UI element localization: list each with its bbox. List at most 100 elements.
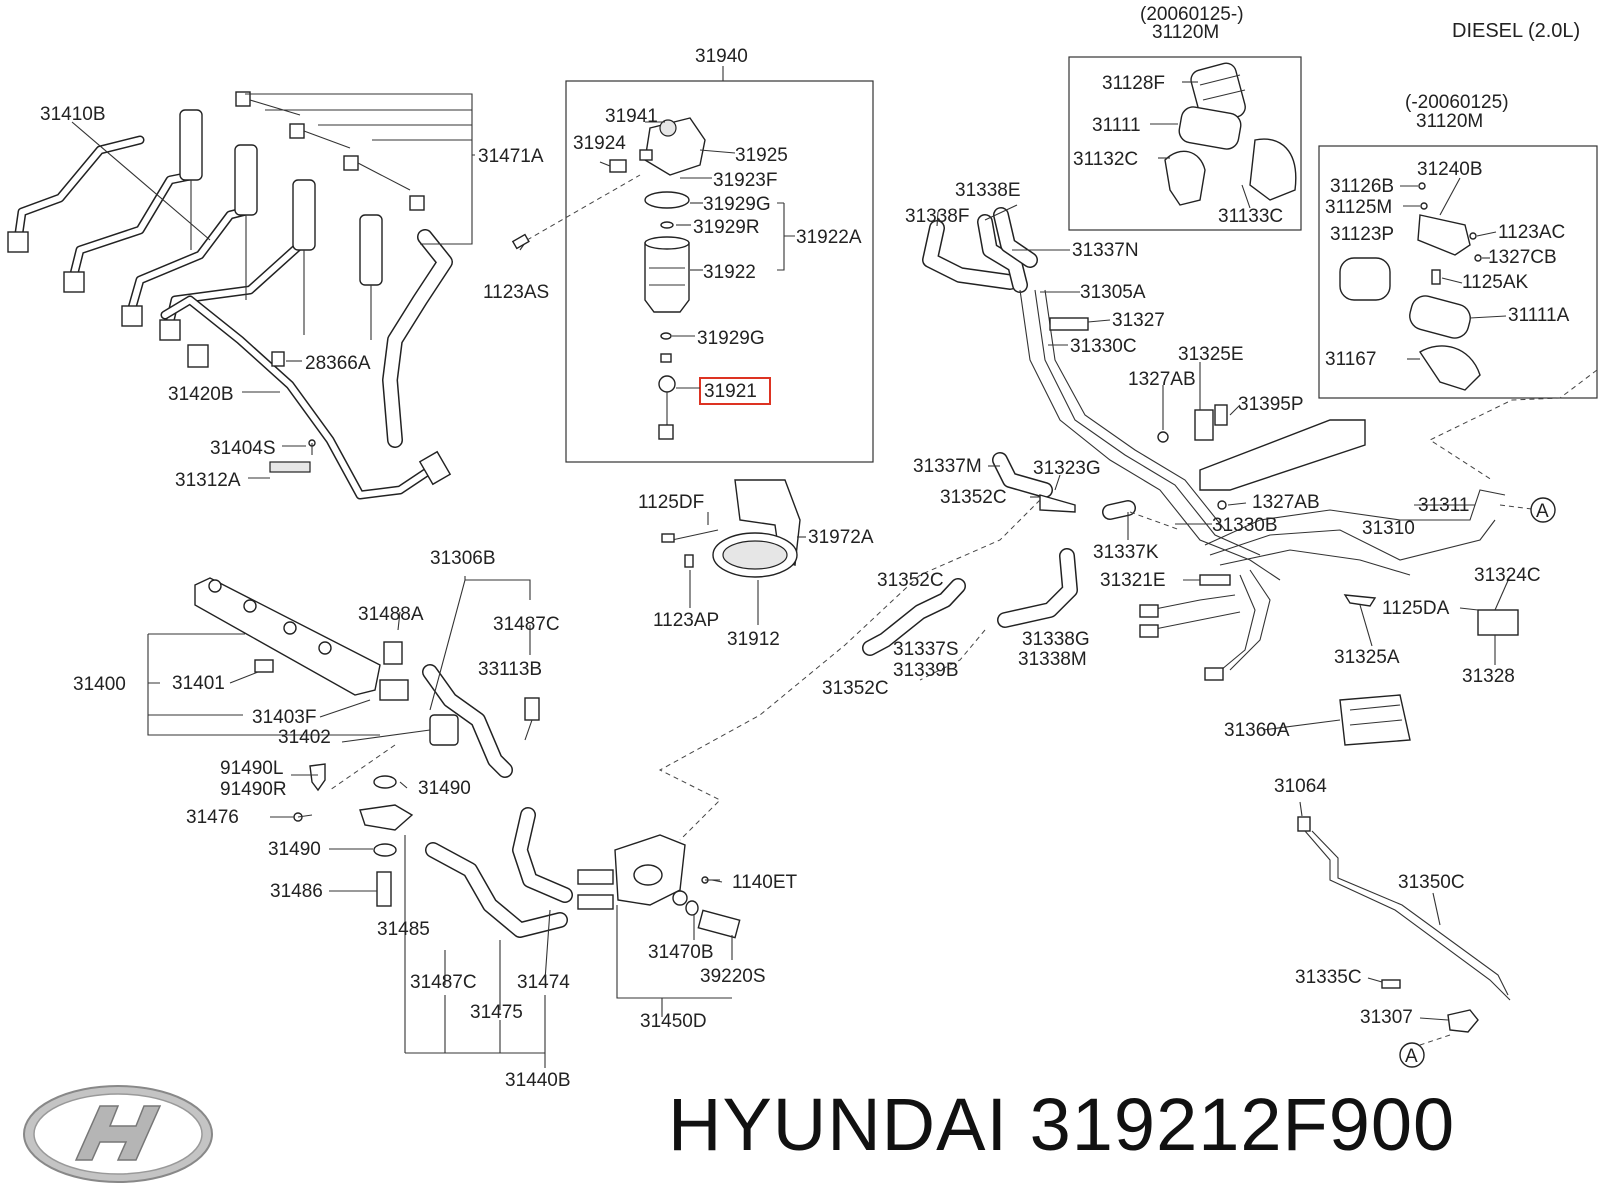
part-label: 31923F [713,170,777,191]
injector-leaders [71,93,475,479]
filter-leaders [526,66,795,389]
part-label: 31929R [693,217,760,238]
part-label: 31330C [1070,336,1137,357]
filter-bracket [661,479,801,578]
part-label: 31335C [1295,967,1362,988]
part-label: 31064 [1274,776,1327,797]
part-label: 31403F [252,707,316,728]
part-label: 28366A [305,353,371,374]
part-label: 31487C [493,614,560,635]
part-label: 31321E [1100,570,1166,591]
part-label: 31490 [418,778,471,799]
part-label: 31111A [1508,305,1570,326]
part-label: (20060125-) [1140,4,1244,25]
part-label: 31352C [877,570,944,591]
part-label: 31395P [1238,394,1304,415]
part-label: 31330B [1212,515,1278,536]
part-label: 1327CB [1488,247,1557,268]
engine-note: DIESEL (2.0L) [1452,20,1581,42]
callout-letter: A [1405,1046,1418,1067]
part-label highlighted: 31921 [704,381,757,402]
pump-kit-new [1164,62,1297,206]
part-label: 1327AB [1252,492,1320,513]
part-label: 31328 [1462,666,1515,687]
part-label: 31400 [73,674,126,695]
part-label: 31410B [40,104,106,125]
part-label: 31338F [905,206,969,227]
part-label: 91490R [220,779,287,800]
pump-kit-box-new [1068,56,1302,231]
part-label: 31474 [517,972,570,993]
part-label: 31125M [1325,197,1392,218]
part-label: 31941 [605,106,658,127]
bracket-leaders [689,512,806,625]
part-label: 31476 [186,807,239,828]
part-label: 31402 [278,727,331,748]
part-label: 91490L [220,758,283,779]
callout-A-top: A [1530,497,1556,523]
part-label: 31486 [270,881,323,902]
part-label: 31120M [1416,111,1483,132]
part-label: 31487C [410,972,477,993]
part-label: 31940 [695,46,748,67]
part-label: 31337M [913,456,982,477]
part-label: 1123AS [483,282,549,303]
part-label: 31305A [1080,282,1146,303]
part-label: 31471A [478,146,544,167]
part-label: 1125DA [1382,598,1450,619]
part-label: (-20060125) [1405,92,1509,113]
part-label: 31475 [470,1002,523,1023]
part-label: 1140ET [732,872,798,893]
part-number: 319212F900 [1029,1083,1456,1166]
brand-name: HYUNDAI [668,1083,1009,1166]
part-label: 31311 [1418,495,1469,516]
part-label: 1123AC [1498,222,1565,243]
part-label: 31337K [1093,542,1159,563]
fuel-rail-leaders [147,576,531,1053]
part-label: 31352C [822,678,889,699]
pump-kit-old [1339,182,1482,391]
part-label: 31120M [1152,22,1219,43]
part-label: 31123P [1330,224,1394,245]
pump-kit-old-leaders [1400,177,1598,481]
part-label: 31912 [727,629,780,650]
part-label: 31325E [1178,344,1244,365]
part-label: 31352C [940,487,1007,508]
part-label: 31972A [808,527,874,548]
warmer-leaders [405,879,733,1068]
part-label: 31126B [1330,176,1394,197]
part-label: 31307 [1360,1007,1413,1028]
part-label: 31922A [796,227,862,248]
fuel-lines-leaders [658,204,1541,841]
part-label: 31338G [1022,629,1090,650]
part-label: 31310 [1362,518,1415,539]
part-label: 31440B [505,1070,571,1091]
part-label: 31929G [703,194,771,215]
part-label: 31350C [1398,872,1465,893]
callout-letter: A [1536,501,1549,522]
part-label: 31312A [175,470,241,491]
part-label: 31929G [697,328,765,349]
part-label: 31337S [893,639,959,660]
fuel-filter-box [565,80,874,463]
part-label: 1125DF [638,492,704,513]
part-label: 31490 [268,839,321,860]
lower-right-parts [1297,816,1511,1033]
part-label: 31339B [893,660,959,681]
part-label: 31420B [168,384,234,405]
part-label: 31240B [1417,159,1483,180]
part-label: 31132C [1073,149,1138,170]
part-label: 31401 [172,673,225,694]
part-label: 31470B [648,942,714,963]
fuel-warmer-assembly [425,807,741,939]
part-label: 31167 [1325,349,1376,370]
part-label: 1123AP [653,610,719,631]
callout-A-bottom: A [1399,1042,1425,1068]
hyundai-logo-icon [23,1085,213,1183]
part-label: 31922 [703,262,756,283]
part-label: 31338E [955,180,1021,201]
part-label: 31323G [1033,458,1101,479]
part-label: 31925 [735,145,788,166]
fuel-rail [194,577,540,907]
